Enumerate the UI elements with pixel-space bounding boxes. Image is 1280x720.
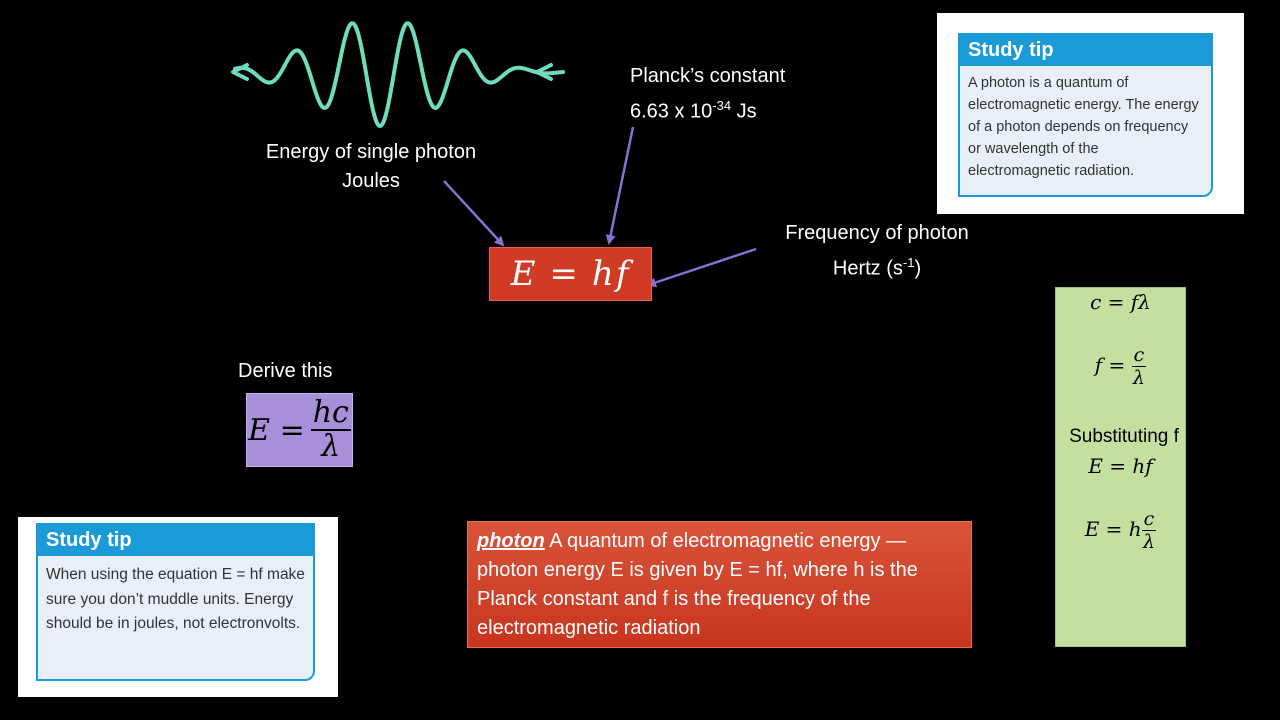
- definition-term: photon: [477, 530, 545, 552]
- derivation-eq2: f = c λ: [1094, 344, 1147, 389]
- energy-label-line1: Energy of single photon: [265, 141, 477, 163]
- study-tip-top-body: A photon is a quantum of electromagnetic…: [968, 75, 1199, 179]
- arrow-energy: [443, 180, 505, 247]
- derivation-eq1: c = fλ: [1090, 290, 1151, 314]
- planck-unit: Js: [731, 100, 757, 123]
- planck-exponent: -34: [712, 98, 732, 113]
- frequency-label-line1: Frequency of photon: [785, 222, 969, 244]
- study-tip-top-title: Study tip: [960, 35, 1211, 66]
- derived-lhs: E =: [248, 412, 305, 448]
- energy-label-line2: Joules: [342, 170, 400, 192]
- photon-wave-graphic: [231, 21, 565, 129]
- equation-rhs: hf: [591, 254, 631, 294]
- main-equation-box: E = hf: [489, 247, 652, 301]
- frequency-label-line2: Hertz (s-1): [832, 255, 922, 280]
- derivation-eq4-fraction: c λ: [1141, 508, 1157, 553]
- derived-fraction: hc λ: [310, 395, 351, 464]
- derivation-eq3: E = hf: [1088, 454, 1153, 478]
- equation-equals: =: [549, 254, 580, 294]
- planck-label: Planck’s constant 6.63 x 10-34 Js: [630, 62, 785, 127]
- arrow-planck: [605, 126, 635, 245]
- derived-equation-box: E = hc λ: [246, 393, 353, 467]
- derivation-eq4: E = h c λ: [1084, 508, 1157, 553]
- study-tip-bottom-title: Study tip: [38, 525, 313, 556]
- study-tip-bottom: Study tip When using the equation E = hf…: [18, 517, 338, 697]
- photon-definition-box: photon A quantum of electromagnetic ener…: [467, 521, 972, 648]
- planck-label-line1: Planck’s constant: [630, 65, 786, 87]
- derived-numerator: hc: [310, 395, 351, 431]
- derived-denominator: λ: [321, 429, 341, 464]
- definition-text: A quantum of electromagnetic energy — ph…: [477, 530, 918, 639]
- planck-value: 6.63 x 10: [630, 100, 713, 123]
- derivation-box: c = fλ f = c λ Substituting f E = hf E =…: [1055, 287, 1186, 647]
- arrow-frequency: [646, 247, 757, 288]
- substituting-label: Substituting f: [1069, 426, 1179, 447]
- wave-arrowhead-left: [231, 63, 249, 81]
- derivation-eq2-fraction: c λ: [1131, 344, 1147, 389]
- study-tip-top: Study tip A photon is a quantum of elect…: [937, 13, 1244, 214]
- energy-label: Energy of single photon Joules: [240, 138, 502, 196]
- equation-lhs: E: [510, 254, 538, 294]
- frequency-label: Frequency of photon Hertz (s-1): [760, 219, 994, 284]
- planck-label-line2: 6.63 x 10-34 Js: [630, 91, 785, 127]
- study-tip-bottom-body: When using the equation E = hf make sure…: [46, 566, 305, 632]
- wave-arrowhead-right: [535, 63, 553, 81]
- derive-label: Derive this: [238, 360, 333, 382]
- wave-line: [233, 21, 565, 129]
